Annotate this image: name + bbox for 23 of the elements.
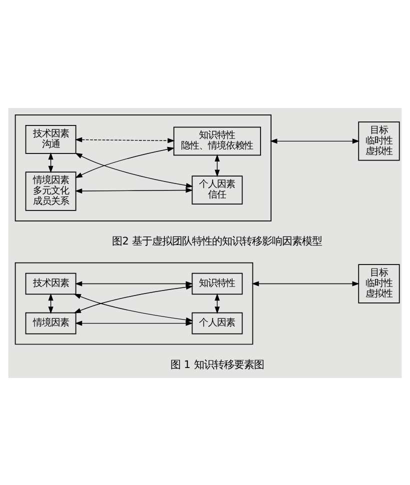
node-box: 情境因素 多元文化 成员关系 xyxy=(25,171,76,210)
arrow xyxy=(75,146,175,178)
arrow xyxy=(74,320,193,326)
node-box: 技术因素 xyxy=(25,272,76,294)
node-box: 个人因素 信任 xyxy=(192,175,243,204)
node-box: 目标 临时性 虚拟性 xyxy=(358,264,400,303)
node-box: 知识特性 xyxy=(192,272,243,294)
cluster xyxy=(14,262,254,344)
arrow xyxy=(252,280,360,286)
cluster xyxy=(14,114,272,221)
arrow xyxy=(74,293,194,322)
arrow xyxy=(75,152,194,188)
arrow xyxy=(74,136,175,143)
arrow xyxy=(74,187,193,194)
label: 图2 基于虚拟团队特性的知识转移影响因素模型 xyxy=(112,234,322,247)
arrow xyxy=(74,284,194,313)
node-box: 目标 临时性 虚拟性 xyxy=(358,121,400,160)
node-box: 个人因素 xyxy=(192,312,243,334)
node-box: 知识特性 隐性、情境依赖性 xyxy=(173,126,261,156)
arrow xyxy=(270,138,360,144)
node-box: 情境因素 xyxy=(25,312,76,334)
node-box: 技术因素 沟通 xyxy=(25,124,76,154)
label: 图 1 知识转移要素图 xyxy=(170,358,264,370)
